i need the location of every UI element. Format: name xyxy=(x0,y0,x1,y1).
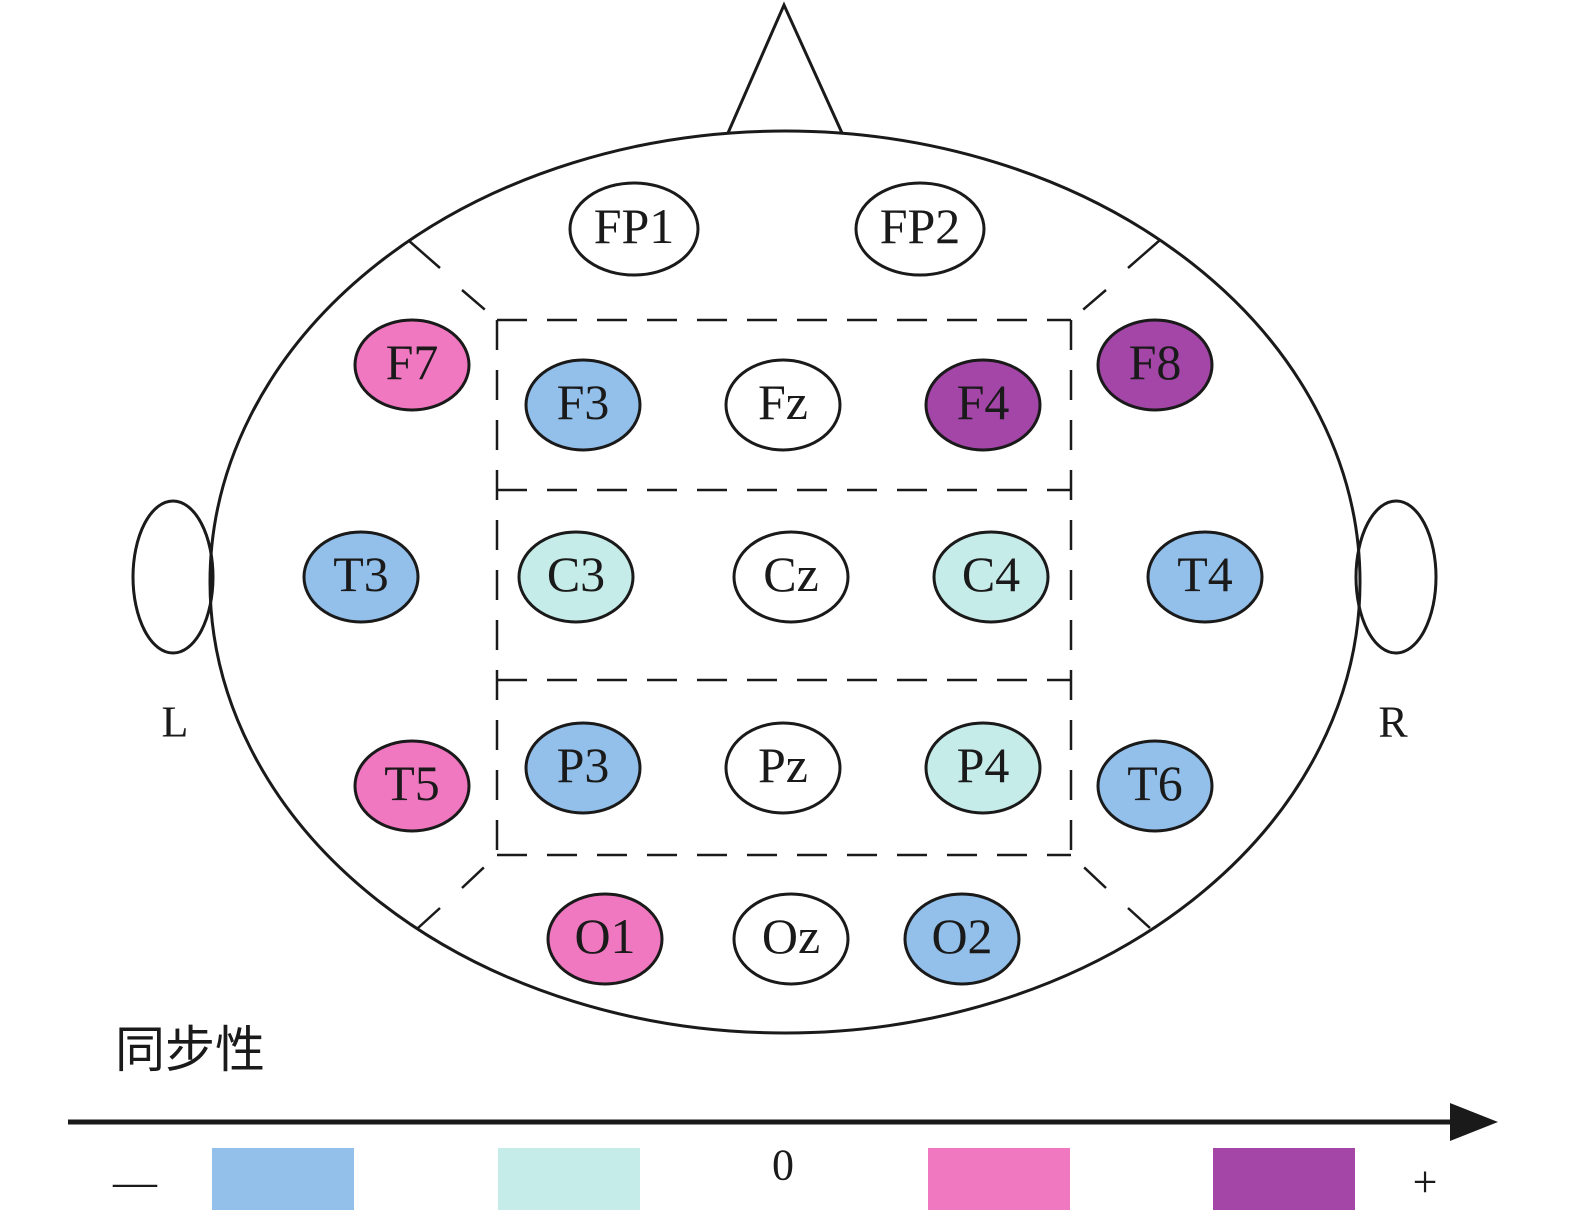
electrode-fp2-marker xyxy=(854,181,986,277)
electrode-f3-label: F3 xyxy=(557,374,610,430)
electrode-o2-marker xyxy=(903,892,1021,986)
electrode-t3-marker xyxy=(302,530,420,624)
electrode-f7-marker xyxy=(353,318,471,412)
electrode-f3-marker xyxy=(524,358,642,452)
electrode-oz: Oz xyxy=(732,892,850,986)
divider-upper-right xyxy=(1127,239,1161,269)
legend-zero-label: 0 xyxy=(772,1141,794,1190)
legend-plus-label: + xyxy=(1413,1158,1438,1207)
electrode-t4-label: T4 xyxy=(1177,546,1233,602)
electrode-f4: F4 xyxy=(924,358,1042,452)
head-outline xyxy=(208,129,1362,1035)
legend-swatch-strong-negative xyxy=(212,1148,354,1210)
electrode-p3: P3 xyxy=(524,721,642,815)
divider-upper-left xyxy=(407,239,441,269)
electrode-o1: O1 xyxy=(546,892,664,986)
electrode-t6: T6 xyxy=(1096,739,1214,833)
right-side-label: R xyxy=(1378,698,1408,747)
electrode-o2: O2 xyxy=(903,892,1021,986)
electrode-f8-marker xyxy=(1096,318,1214,412)
left-ear xyxy=(131,499,215,655)
legend-swatch-weak-negative xyxy=(498,1148,640,1210)
electrode-p4-label: P4 xyxy=(957,737,1010,793)
electrode-f8-label: F8 xyxy=(1129,334,1182,390)
divider-lower-left xyxy=(417,907,441,929)
electrode-fz-marker xyxy=(724,358,842,452)
electrode-fz-label: Fz xyxy=(758,374,808,430)
electrode-f3: F3 xyxy=(524,358,642,452)
electrode-t4: T4 xyxy=(1146,530,1264,624)
electrode-t3-label: T3 xyxy=(333,546,389,602)
electrode-oz-marker xyxy=(732,892,850,986)
electrode-c4: C4 xyxy=(932,530,1050,624)
right-ear xyxy=(1354,499,1438,655)
electrode-pz-marker xyxy=(724,721,842,815)
electrode-t5-marker xyxy=(353,739,471,833)
electrode-t4-marker xyxy=(1146,530,1264,624)
electrode-fp2: FP2 xyxy=(854,181,986,277)
electrode-fz: Fz xyxy=(724,358,842,452)
electrode-fp1: FP1 xyxy=(568,181,700,277)
electrode-cz-marker xyxy=(732,530,850,624)
legend-swatch-strong-positive xyxy=(1213,1148,1355,1210)
electrode-p4: P4 xyxy=(924,721,1042,815)
electrode-p3-label: P3 xyxy=(557,737,610,793)
electrode-p4-marker xyxy=(924,721,1042,815)
nose-outline xyxy=(726,1,844,134)
electrode-c4-marker xyxy=(932,530,1050,624)
electrode-t3: T3 xyxy=(302,530,420,624)
electrode-t6-marker xyxy=(1096,739,1214,833)
electrode-t6-label: T6 xyxy=(1127,755,1183,811)
electrode-f7-label: F7 xyxy=(386,334,439,390)
electrode-f8: F8 xyxy=(1096,318,1214,412)
legend-swatch-weak-positive xyxy=(928,1148,1070,1210)
legend-minus-label: — xyxy=(112,1158,158,1207)
electrode-o2-label: O2 xyxy=(931,908,992,964)
electrode-pz: Pz xyxy=(724,721,842,815)
left-side-label: L xyxy=(162,698,189,747)
legend-swatches xyxy=(212,1148,1355,1210)
electrode-o1-marker xyxy=(546,892,664,986)
electrode-t5-label: T5 xyxy=(384,755,440,811)
electrode-o1-label: O1 xyxy=(574,908,635,964)
electrode-f7: F7 xyxy=(353,318,471,412)
electrode-cz: Cz xyxy=(732,530,850,624)
electrode-cz-label: Cz xyxy=(763,546,819,602)
electrode-c4-label: C4 xyxy=(962,546,1020,602)
electrode-fp2-label: FP2 xyxy=(880,198,961,254)
electrode-fp1-label: FP1 xyxy=(594,198,675,254)
electrode-t5: T5 xyxy=(353,739,471,833)
legend-title: 同步性 xyxy=(115,1021,265,1079)
electrode-c3-marker xyxy=(517,530,635,624)
electrode-fp1-marker xyxy=(568,181,700,277)
electrode-p3-marker xyxy=(524,721,642,815)
electrode-pz-label: Pz xyxy=(758,737,808,793)
legend-axis-arrowhead xyxy=(1450,1103,1498,1141)
electrode-c3: C3 xyxy=(517,530,635,624)
dash-diag-lower-right xyxy=(1070,854,1107,889)
dash-diag-lower-left xyxy=(461,854,498,889)
electrode-f4-marker xyxy=(924,358,1042,452)
electrode-c3-label: C3 xyxy=(547,546,605,602)
electrode-oz-label: Oz xyxy=(762,908,820,964)
dash-diag-upper-left xyxy=(461,289,498,321)
dash-diag-upper-right xyxy=(1070,289,1107,321)
divider-lower-right xyxy=(1127,907,1151,929)
electrode-f4-label: F4 xyxy=(957,374,1010,430)
